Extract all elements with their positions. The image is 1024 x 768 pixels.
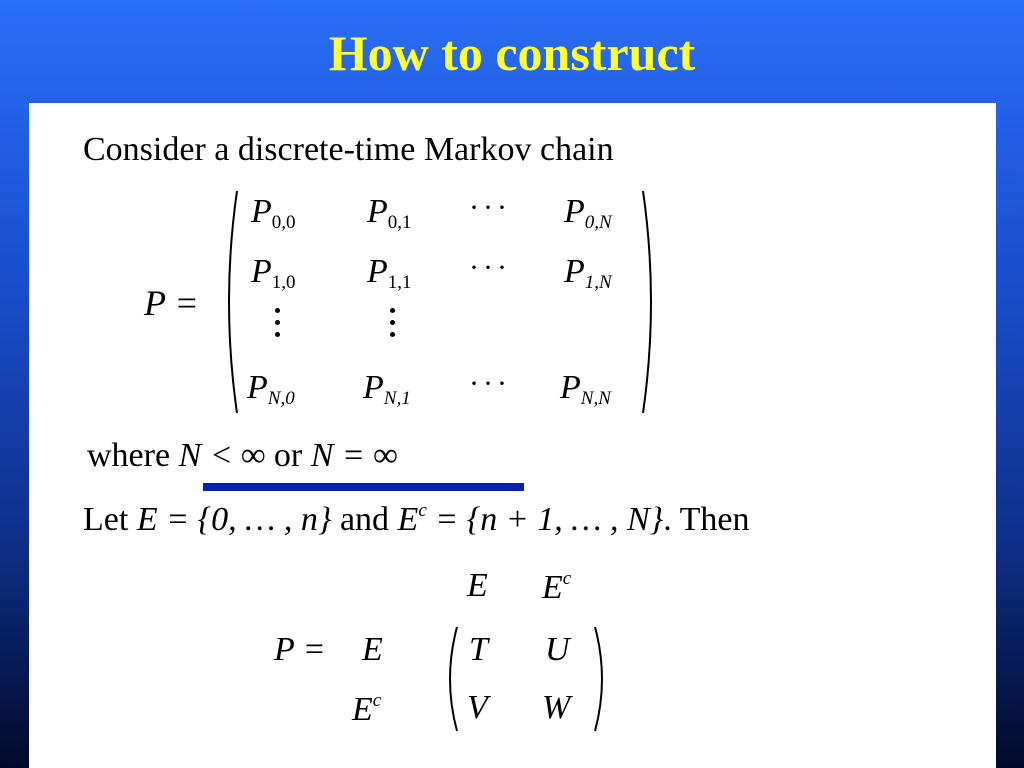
matrix-cell-0-1: P0,1 (367, 193, 412, 233)
matrix-vdots-col0 (275, 308, 281, 344)
block-cell-u: U (545, 631, 570, 668)
slide-content-panel: Consider a discrete-time Markov chain P … (29, 103, 996, 768)
block-right-paren (594, 626, 603, 732)
matrix-cell-1-n: P1,N (564, 253, 612, 293)
let-line: Let E = {0, … , n} and Ec = {n + 1, … , … (83, 500, 750, 538)
matrix-vdots-col1 (390, 308, 396, 344)
matrix-cell-0-n: P0,N (564, 193, 612, 233)
matrix-hdots-n: ··· (469, 367, 511, 400)
highlight-underline (203, 483, 524, 491)
block-label: P = (274, 631, 326, 668)
block-row-header-e: E (362, 631, 383, 668)
intro-text: Consider a discrete-time Markov chain (83, 131, 614, 168)
matrix-cell-n-0: PN,0 (247, 369, 295, 409)
block-left-paren (449, 626, 458, 732)
where-line: where N < ∞ or N = ∞ (87, 437, 398, 474)
matrix-cell-1-1: P1,1 (367, 253, 412, 293)
matrix-right-paren (642, 190, 652, 414)
matrix-hdots-1: ··· (469, 251, 511, 284)
matrix-cell-0-0: P0,0 (251, 193, 296, 233)
block-col-header-e: E (467, 567, 488, 604)
matrix-left-paren (228, 190, 238, 414)
matrix-cell-1-0: P1,0 (251, 253, 296, 293)
block-col-header-ec: Ec (542, 568, 572, 606)
matrix-cell-n-n: PN,N (560, 369, 611, 409)
matrix-hdots-0: ··· (469, 191, 511, 224)
matrix-label: P = (144, 283, 199, 323)
matrix-cell-n-1: PN,1 (363, 369, 411, 409)
block-cell-t: T (469, 631, 488, 668)
block-cell-v: V (467, 689, 488, 726)
block-cell-w: W (542, 689, 571, 726)
slide-title: How to construct (328, 25, 696, 81)
block-row-header-ec: Ec (352, 690, 382, 728)
